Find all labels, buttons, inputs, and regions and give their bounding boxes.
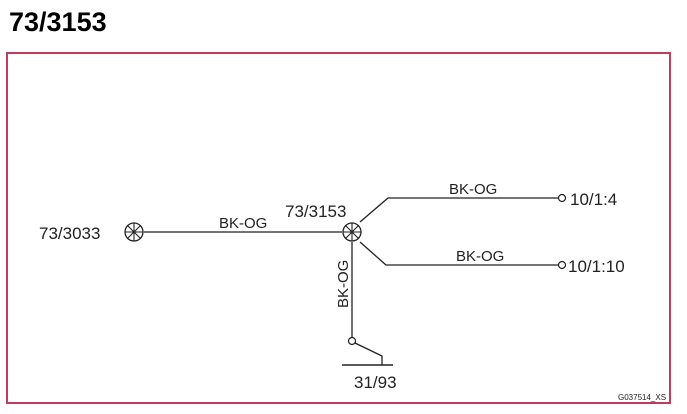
connector-icon[interactable]: [124, 222, 144, 242]
ground-switch: [354, 342, 383, 365]
wire-label-top-right: BK-OG: [449, 181, 497, 198]
node-label-ground: 31/93: [354, 373, 397, 392]
node-label-left: 73/3033: [39, 224, 100, 243]
wire-top-right[interactable]: [359, 197, 558, 223]
ground-pin-icon[interactable]: [347, 336, 357, 346]
wire-label-bottom-right: BK-OG: [456, 248, 504, 265]
wire-label-down: BK-OG: [335, 260, 352, 308]
reference-code: G037514_XS: [618, 393, 666, 402]
node-label-top-right: 10/1:4: [570, 190, 617, 209]
node-label-center: 73/3153: [285, 202, 346, 221]
node-label-bottom-right: 10/1:10: [568, 257, 625, 276]
wire-label-left: BK-OG: [219, 215, 267, 232]
page-title: 73/3153: [9, 7, 107, 37]
terminal-pin-icon[interactable]: [557, 193, 567, 203]
diagram-frame: [6, 52, 671, 404]
wire-bottom-right[interactable]: [359, 241, 558, 266]
splice-icon[interactable]: [342, 222, 362, 242]
terminal-pin-icon[interactable]: [557, 260, 567, 270]
